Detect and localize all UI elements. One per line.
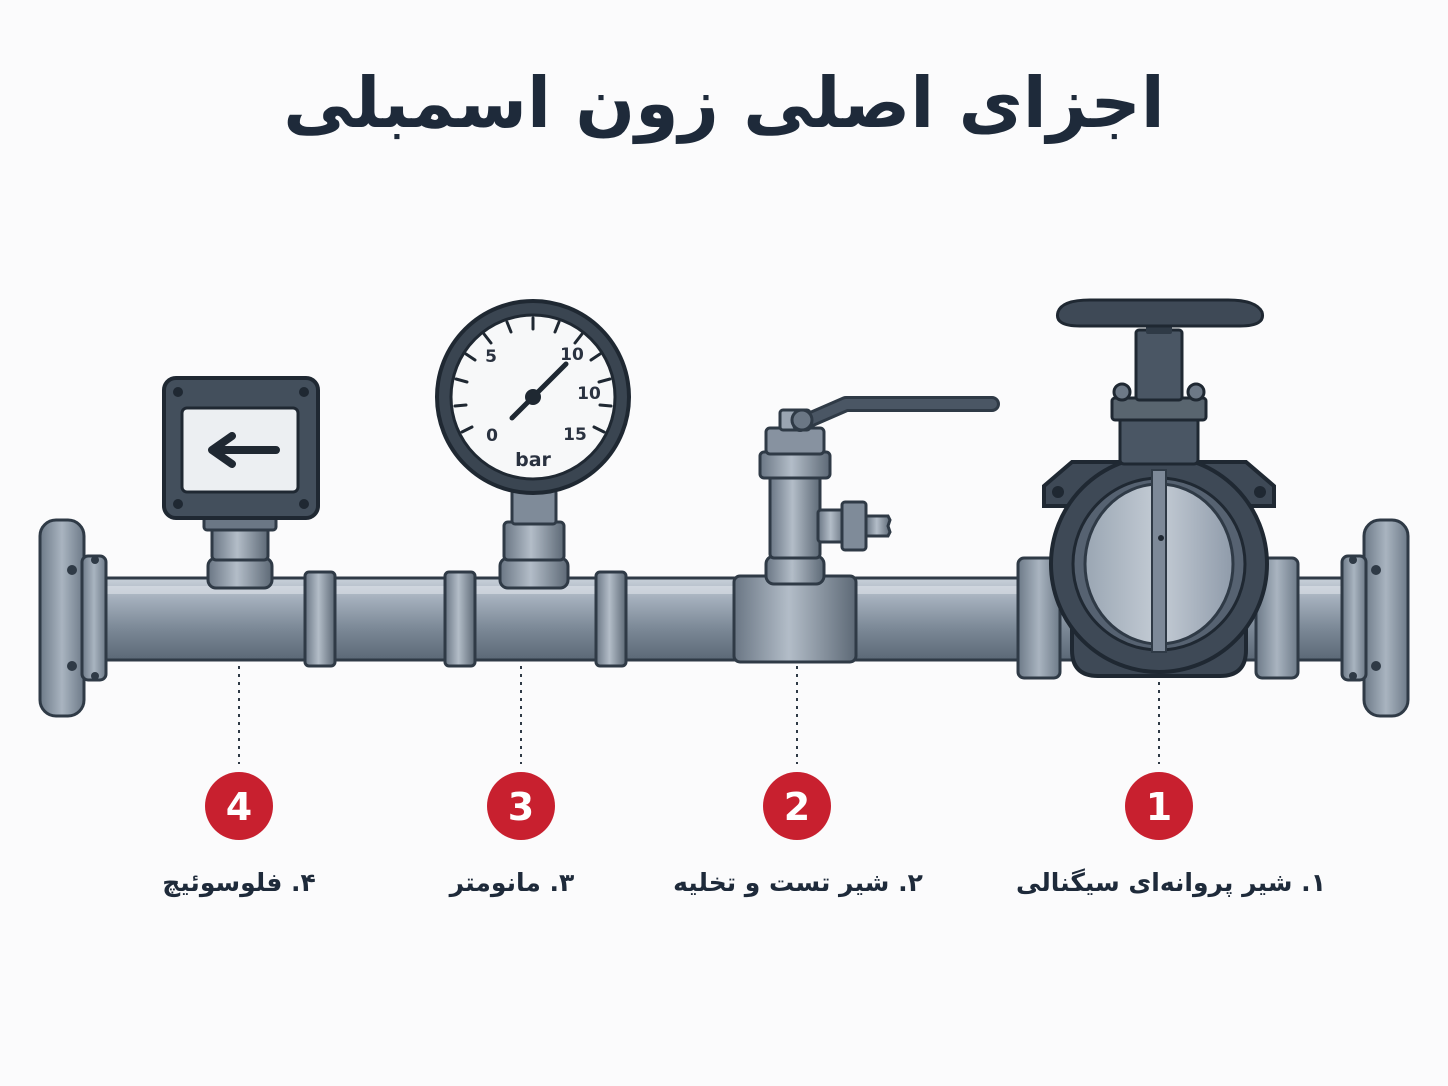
page-title: اجزای اصلی زون اسمبلی [283,62,1165,144]
badge-number: 3 [508,785,534,829]
gauge-needle [509,361,569,421]
component-label-pressure-gauge: ۳. مانومتر [449,868,575,897]
component-label-butterfly-valve: ۱. شیر پروانه‌ای سیگنالی [1016,868,1326,897]
gauge-scale-label: 10 [577,384,601,404]
badge-number: 1 [1146,785,1172,829]
pipe-coupling [303,570,628,668]
flow-switch-icon [162,376,320,590]
badge-4: 4 [205,772,273,840]
gauge-ticks [453,316,613,434]
gauge-scale-label: 15 [563,425,587,445]
leader-lines [238,666,1160,764]
gauge-scale-label: 10 [560,345,584,365]
badge-number: 4 [226,785,252,829]
test-drain-valve-icon [732,396,1000,664]
right-end-flange [1340,518,1410,718]
butterfly-valve-icon [1016,298,1300,680]
badge-1: 1 [1125,772,1193,840]
pressure-gauge-icon: 0 5 10 10 15 bar [435,299,631,590]
left-end-flange [38,518,108,718]
gauge-scale-label: 5 [485,347,497,367]
component-label-flow-switch: ۴. فلوسوئیچ [162,868,316,897]
component-label-test-drain-valve: ۲. شیر تست و تخلیه [673,868,923,897]
badge-2: 2 [763,772,831,840]
badge-3: 3 [487,772,555,840]
badge-number: 2 [784,785,810,829]
gauge-scale-label: 0 [486,426,498,446]
gauge-unit-label: bar [515,449,551,471]
